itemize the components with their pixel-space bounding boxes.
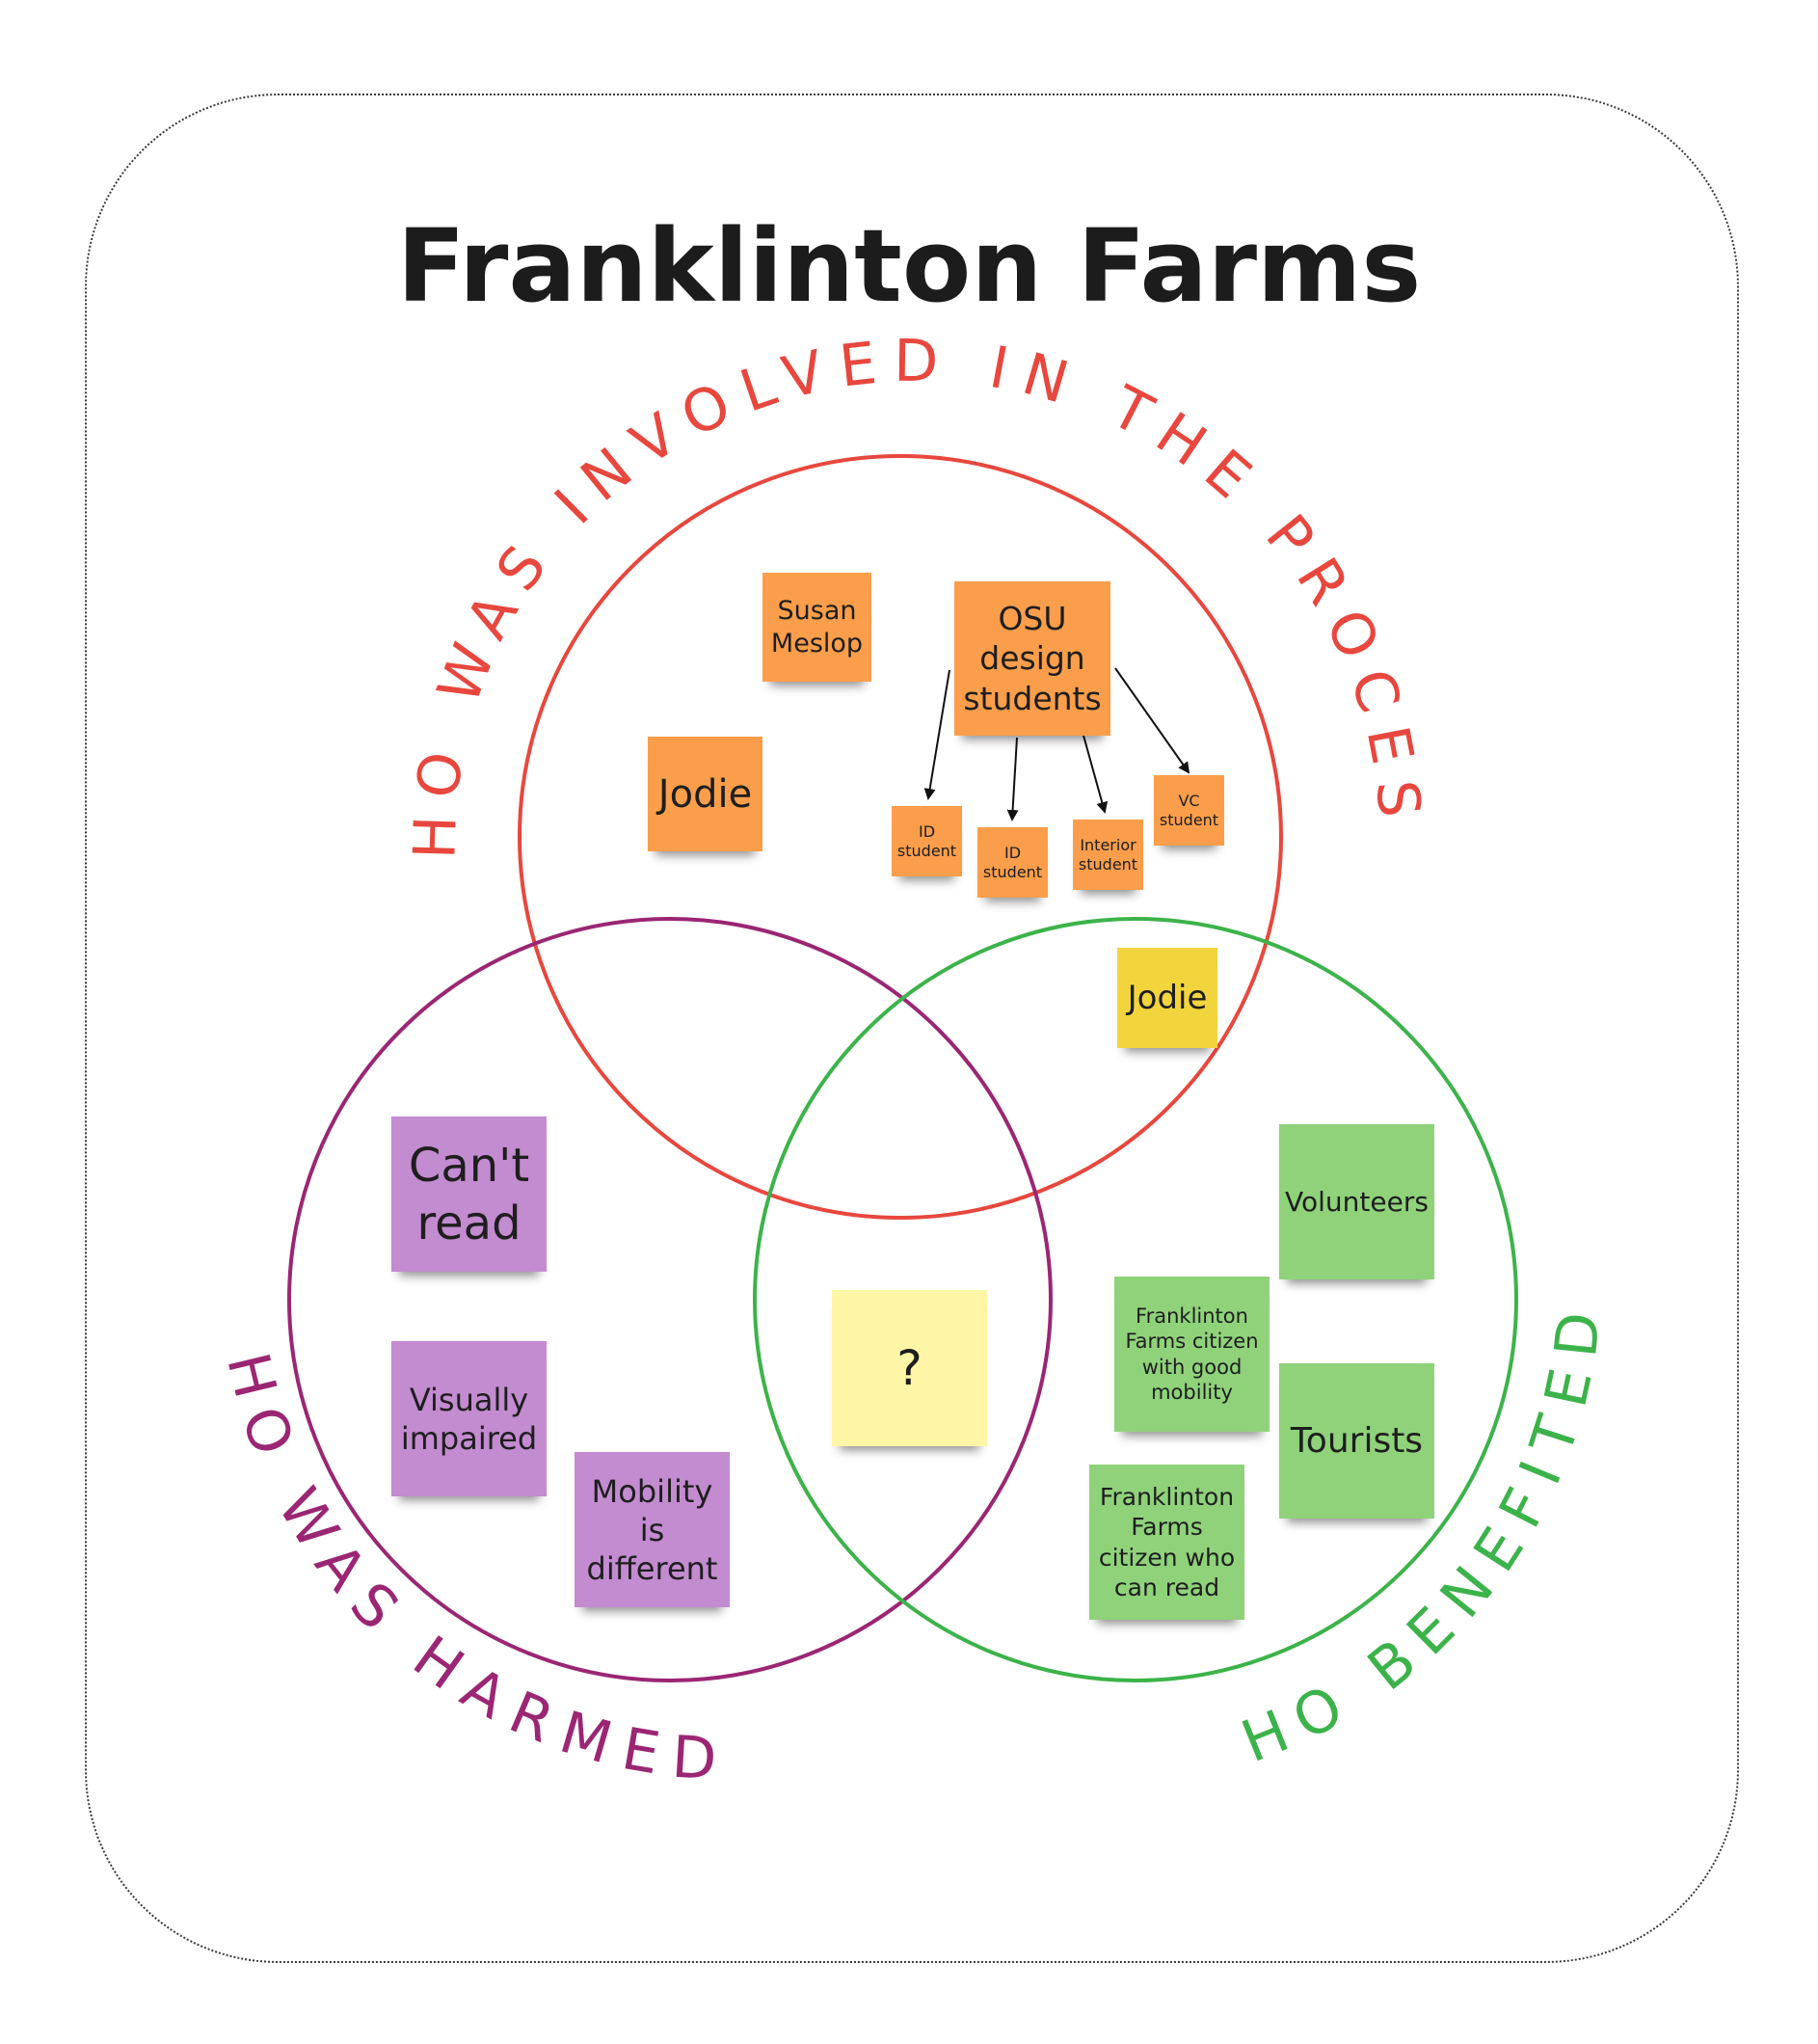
sticky-note-jodie-benefited[interactable]: Jodie <box>1117 948 1217 1048</box>
sticky-note-susan-meslop[interactable]: Susan Meslop <box>762 573 871 682</box>
page-title: Franklinton Farms <box>396 207 1422 325</box>
board-frame <box>85 94 1739 1963</box>
sticky-note-tourists[interactable]: Tourists <box>1279 1363 1434 1519</box>
sticky-note-interior-student[interactable]: Interior student <box>1073 820 1143 890</box>
sticky-note-id-student-2[interactable]: ID student <box>977 827 1048 898</box>
sticky-note-volunteers[interactable]: Volunteers <box>1279 1124 1434 1279</box>
involved-circle-label: WHO WAS INVOLVED IN THE PROCESS? <box>0 0 1433 860</box>
sticky-note-jodie-involved[interactable]: Jodie <box>648 737 762 851</box>
benefited-circle <box>753 917 1518 1682</box>
sticky-note-vc-student[interactable]: VC student <box>1154 775 1224 846</box>
involved-circle <box>518 454 1283 1220</box>
sticky-note-cant-read[interactable]: Can't read <box>391 1116 547 1272</box>
arrow-to-id-student-2 <box>1006 737 1019 821</box>
arrow-to-vc-student <box>1114 667 1190 774</box>
sticky-note-id-student-1[interactable]: ID student <box>892 806 962 876</box>
sticky-note-visually-impaired[interactable]: Visually impaired <box>391 1341 547 1496</box>
harmed-circle <box>287 917 1053 1682</box>
sticky-note-citizen-good-mobility[interactable]: Franklinton Farms citizen with good mobi… <box>1114 1277 1270 1432</box>
arrow-to-id-student-1 <box>923 669 950 800</box>
sticky-note-mobility-is-different[interactable]: Mobility is different <box>575 1452 730 1607</box>
sticky-note-question[interactable]: ? <box>832 1290 987 1446</box>
sticky-note-osu-design-students[interactable]: OSU design students <box>954 581 1110 736</box>
sticky-note-citizen-can-read[interactable]: Franklinton Farms citizen who can read <box>1089 1465 1244 1620</box>
arrow-to-interior-student <box>1080 724 1109 814</box>
